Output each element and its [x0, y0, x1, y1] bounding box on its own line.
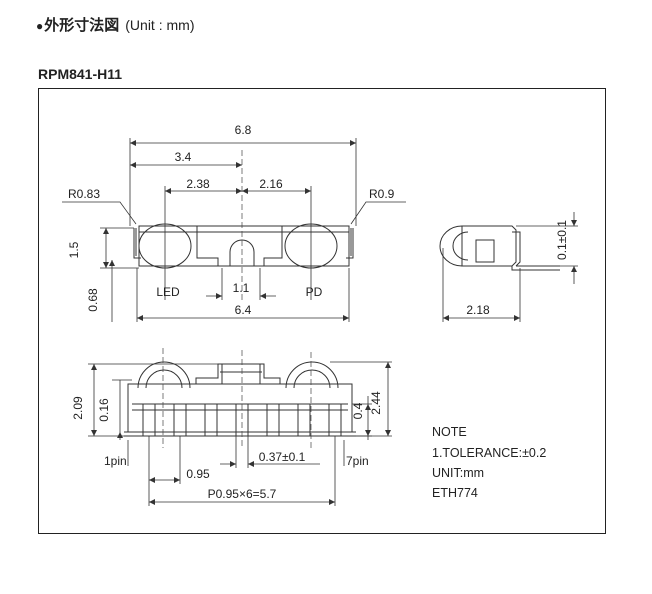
- dim-pin-spacing: 0.95: [186, 467, 210, 481]
- side-lead: [511, 231, 560, 271]
- dim-side-width: 2.18: [466, 303, 490, 317]
- bullet-icon: ●: [36, 19, 44, 33]
- center-housing: [196, 226, 283, 267]
- center-window: [229, 239, 255, 266]
- dim-body-width: 6.4: [235, 303, 252, 317]
- dim-radius-left: R0.83: [68, 187, 100, 201]
- dim-bottom-total-height: 2.09: [71, 396, 85, 420]
- label-pin7: 7pin: [346, 454, 369, 468]
- front-view: 2.09 0.16 0.4 2.44 1pin 7pin 0.95 0.37±0…: [71, 348, 392, 506]
- side-body-outline: [461, 225, 517, 267]
- dim-pitch-total: P0.95×6=5.7: [208, 487, 277, 501]
- dim-center-width: 1.1: [233, 281, 250, 295]
- label-led: LED: [156, 285, 180, 299]
- page-heading: ●外形寸法図 (Unit : mm): [36, 14, 194, 35]
- note-code: ETH774: [432, 486, 478, 500]
- part-number: RPM841-H11: [38, 66, 123, 82]
- note-title: NOTE: [432, 425, 467, 439]
- right-lead: [346, 228, 354, 259]
- front-body: [127, 383, 353, 433]
- drawing-frame: [38, 88, 606, 534]
- front-led-dome: [137, 361, 191, 389]
- side-view: 0.1±0.1 2.18: [439, 212, 578, 322]
- note-tolerance: 1.TOLERANCE:±0.2: [432, 446, 547, 460]
- dim-overall-width: 6.8: [235, 123, 252, 137]
- dim-side-height: 0.1±0.1: [555, 220, 569, 260]
- dim-pd-offset: 2.16: [259, 177, 283, 191]
- label-pd: PD: [306, 285, 323, 299]
- top-view: 6.8 3.4 2.38 2.16 R0.83 R0.9 1.5 0.68 LE…: [62, 123, 406, 322]
- label-pin1: 1pin: [104, 454, 127, 468]
- dim-bottom-lead-height: 0.16: [97, 398, 111, 422]
- dim-height-1-5: 1.5: [67, 241, 81, 258]
- dim-height-0-68: 0.68: [86, 288, 100, 312]
- dim-half-width: 3.4: [175, 150, 192, 164]
- note-unit: UNIT:mm: [432, 466, 485, 480]
- dim-bottom-lead-thk: 0.4: [351, 402, 365, 419]
- heading-title: 外形寸法図: [44, 17, 120, 34]
- dim-bottom-right-height: 2.44: [369, 391, 383, 415]
- dim-lead-width: 0.37±0.1: [259, 450, 306, 464]
- dim-led-offset: 2.38: [186, 177, 210, 191]
- front-pd-dome: [285, 361, 339, 389]
- heading-unit: (Unit : mm): [125, 17, 195, 33]
- dim-radius-right: R0.9: [369, 187, 395, 201]
